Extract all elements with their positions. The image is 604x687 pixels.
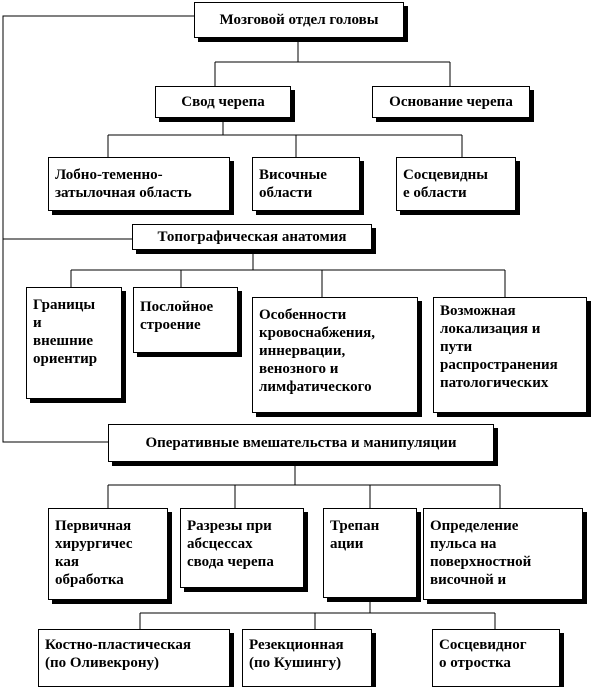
node-primary-surgical-treatment: Первичная хирургичес кая обработка (48, 508, 168, 600)
node-mastoid-regions: Сосцевидны е области (396, 157, 516, 211)
node-pulse-determination: Определение пульса на поверхностной висо… (423, 508, 583, 600)
node-topographic-anatomy: Топографическая анатомия (132, 224, 372, 250)
node-layers: Послойное строение (133, 287, 238, 353)
node-temporal-regions: Височные области (252, 157, 360, 211)
node-operative-interventions: Оперативные вмешательства и манипуляции (108, 424, 494, 462)
node-osteoplastic: Костно-пластическая (по Оливекрону) (38, 629, 230, 687)
node-base: Основание черепа (372, 86, 530, 118)
node-resection: Резекционная (по Кушингу) (242, 629, 372, 687)
node-trepanation: Трепан ации (323, 508, 417, 598)
node-root: Мозговой отдел головы (194, 2, 404, 38)
node-fronto-parietal-occipital: Лобно-теменно- затылочная область (48, 157, 230, 211)
node-pathology-spread: Возможная локализация и пути распростран… (433, 297, 587, 413)
node-mastoid-process: Сосцевидног о отростка (432, 629, 560, 687)
node-borders: Границы и внешние ориентир (26, 287, 122, 399)
node-vault: Свод черепа (155, 86, 291, 118)
node-blood-supply: Особенности кровоснабжения, иннервации, … (252, 297, 418, 413)
node-incisions: Разрезы при абсцессах свода черепа (180, 508, 304, 588)
